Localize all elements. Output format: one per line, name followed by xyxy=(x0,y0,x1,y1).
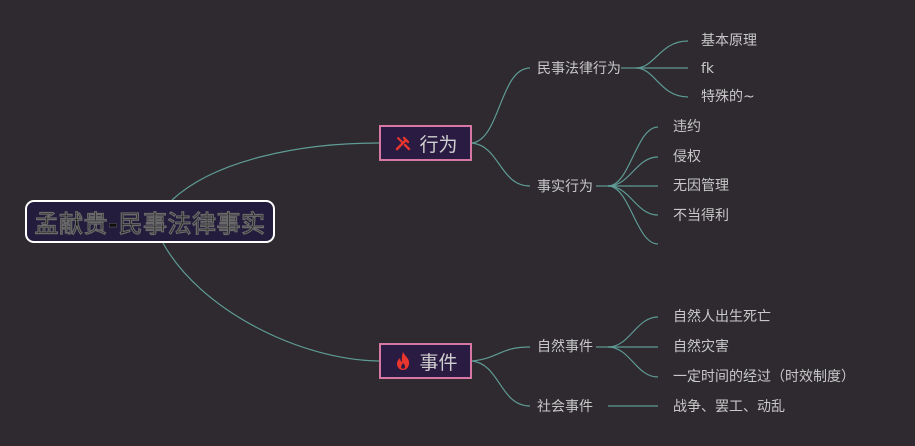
branch-label-shijian: 事件 xyxy=(419,351,458,374)
leaf-node[interactable]: fk xyxy=(701,61,715,77)
leaf-node[interactable]: 侵权 xyxy=(673,149,701,165)
connector-shishi-leaf-4 xyxy=(607,185,659,216)
branch-node-shijian[interactable]: 事件 xyxy=(379,343,472,379)
leaf-node[interactable]: 自然灾害 xyxy=(673,339,729,355)
tools-icon xyxy=(393,133,413,153)
leaf-node[interactable]: 不当得利 xyxy=(673,208,729,224)
subnode-minshi-falv-xingwei[interactable]: 民事法律行为 xyxy=(537,61,621,77)
connector-shijian-shehui xyxy=(471,360,531,407)
leaf-node[interactable]: 一定时间的经过（时效制度） xyxy=(673,369,855,385)
connector-ziran-leaf-1 xyxy=(607,316,659,348)
leaf-node[interactable]: 战争、罢工、动乱 xyxy=(673,399,785,415)
connector-ziran-leaf-3 xyxy=(607,346,659,378)
connector-shishi-leaf-1 xyxy=(607,126,659,187)
subnode-ziran-shijian[interactable]: 自然事件 xyxy=(537,339,593,355)
branch-node-xingwei[interactable]: 行为 xyxy=(379,125,472,161)
subnode-shehui-shijian[interactable]: 社会事件 xyxy=(537,399,593,415)
connector-shishi-leaf-5 xyxy=(607,185,659,245)
leaf-node[interactable]: 无因管理 xyxy=(673,178,729,194)
fire-icon xyxy=(393,351,413,371)
branch-label-xingwei: 行为 xyxy=(419,133,458,156)
leaf-node[interactable]: 基本原理 xyxy=(701,33,757,49)
connector-minshi-leaf-3 xyxy=(635,67,689,98)
leaf-node[interactable]: 自然人出生死亡 xyxy=(673,309,771,325)
connector-xingwei-minshi xyxy=(471,67,531,144)
root-node[interactable]: 孟献贵-民事法律事实 xyxy=(25,200,275,243)
connector-minshi-leaf-1 xyxy=(635,40,689,69)
connector-root-xingwei xyxy=(171,142,380,201)
leaf-node[interactable]: 特殊的~ xyxy=(701,89,755,105)
root-label: 孟献贵-民事法律事实 xyxy=(34,210,266,238)
connector-shijian-ziran xyxy=(471,346,531,362)
connector-shishi-leaf-2 xyxy=(607,156,659,187)
connector-root-shijian xyxy=(162,242,380,362)
connector-xingwei-shishi xyxy=(471,142,531,187)
leaf-node[interactable]: 违约 xyxy=(673,119,701,135)
subnode-shishi-xingwei[interactable]: 事实行为 xyxy=(537,179,593,195)
